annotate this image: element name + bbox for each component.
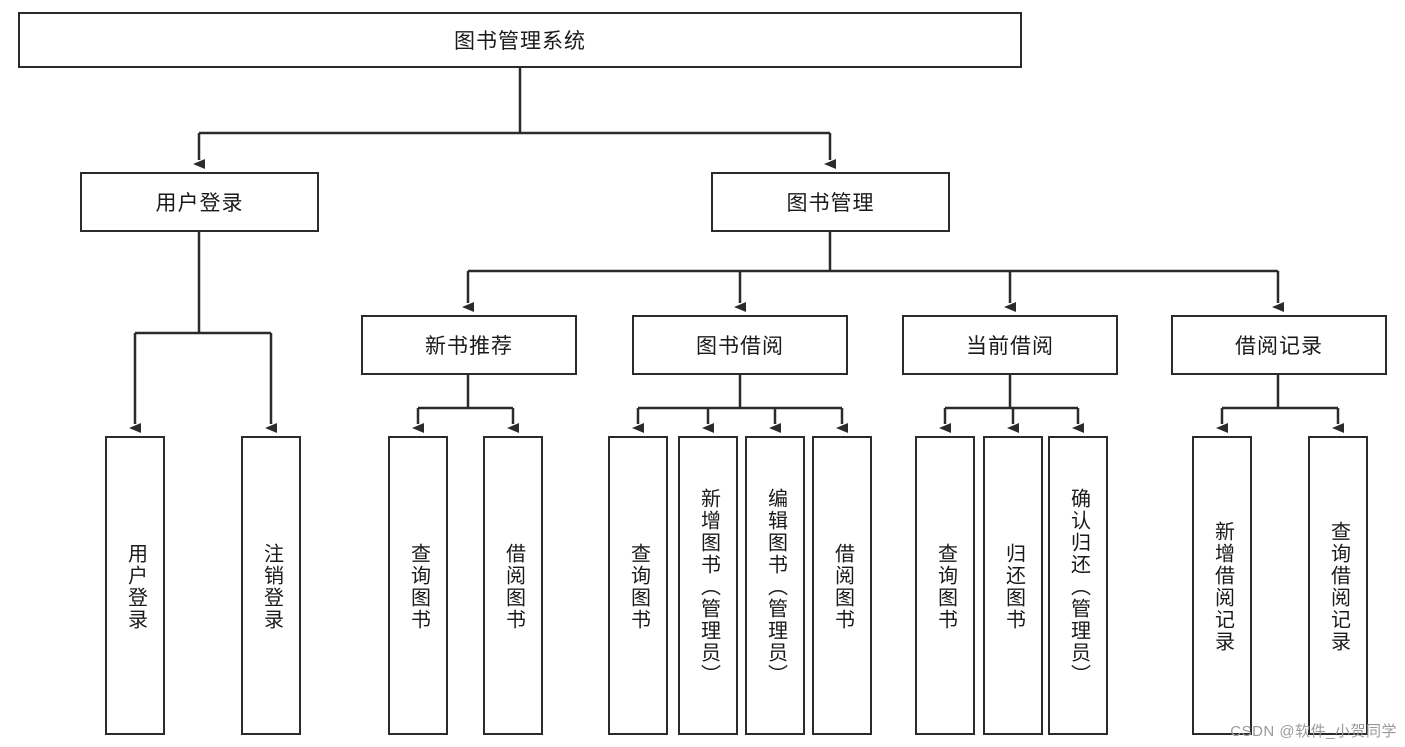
leaf-new-book-borrow-label: 借阅图书 [502, 542, 525, 631]
node-borrow-records-label: 借阅记录 [1235, 335, 1323, 358]
node-new-book-recommend[interactable]: 新书推荐 [361, 315, 577, 375]
leaf-records-add[interactable]: 新增借阅记录 [1192, 436, 1252, 735]
node-borrow-records[interactable]: 借阅记录 [1171, 315, 1387, 375]
leaf-borrow-borrow-book-label: 借阅图书 [831, 542, 854, 631]
leaf-current-return-book[interactable]: 归还图书 [983, 436, 1043, 735]
leaf-current-query-book[interactable]: 查询图书 [915, 436, 975, 735]
leaf-borrow-edit-book[interactable]: 编辑图书（管理员） [745, 436, 805, 735]
leaf-borrow-query-book[interactable]: 查询图书 [608, 436, 668, 735]
leaf-records-add-label: 新增借阅记录 [1211, 520, 1234, 653]
leaf-borrow-add-book[interactable]: 新增图书（管理员） [678, 436, 738, 735]
leaf-current-confirm-return[interactable]: 确认归还（管理员） [1048, 436, 1108, 735]
node-current-borrow-label: 当前借阅 [966, 335, 1054, 358]
leaf-new-book-query[interactable]: 查询图书 [388, 436, 448, 735]
node-book-borrow-label: 图书借阅 [696, 335, 784, 358]
leaf-borrow-query-book-label: 查询图书 [627, 542, 650, 631]
leaf-current-query-book-label: 查询图书 [934, 542, 957, 631]
leaf-user-login-signout[interactable]: 注销登录 [241, 436, 301, 735]
leaf-user-login-signin[interactable]: 用户登录 [105, 436, 165, 735]
node-user-login[interactable]: 用户登录 [80, 172, 319, 232]
leaf-borrow-edit-book-label: 编辑图书（管理员） [764, 487, 787, 686]
node-current-borrow[interactable]: 当前借阅 [902, 315, 1118, 375]
leaf-current-confirm-return-label: 确认归还（管理员） [1067, 487, 1090, 686]
leaf-records-query[interactable]: 查询借阅记录 [1308, 436, 1368, 735]
node-book-borrow[interactable]: 图书借阅 [632, 315, 848, 375]
leaf-current-return-book-label: 归还图书 [1002, 542, 1025, 631]
node-user-login-label: 用户登录 [155, 192, 244, 215]
node-book-management-label: 图书管理 [786, 192, 875, 215]
leaf-records-query-label: 查询借阅记录 [1327, 520, 1350, 653]
leaf-user-login-signout-label: 注销登录 [260, 542, 283, 631]
leaf-borrow-borrow-book[interactable]: 借阅图书 [812, 436, 872, 735]
node-book-management[interactable]: 图书管理 [711, 172, 950, 232]
leaf-user-login-signin-label: 用户登录 [124, 542, 147, 631]
leaf-new-book-query-label: 查询图书 [407, 542, 430, 631]
node-root[interactable]: 图书管理系统 [18, 12, 1022, 68]
leaf-new-book-borrow[interactable]: 借阅图书 [483, 436, 543, 735]
node-root-label: 图书管理系统 [454, 30, 586, 53]
leaf-borrow-add-book-label: 新增图书（管理员） [697, 487, 720, 686]
node-new-book-recommend-label: 新书推荐 [425, 335, 513, 358]
csdn-watermark: CSDN @软件_小贺同学 [1230, 723, 1397, 740]
